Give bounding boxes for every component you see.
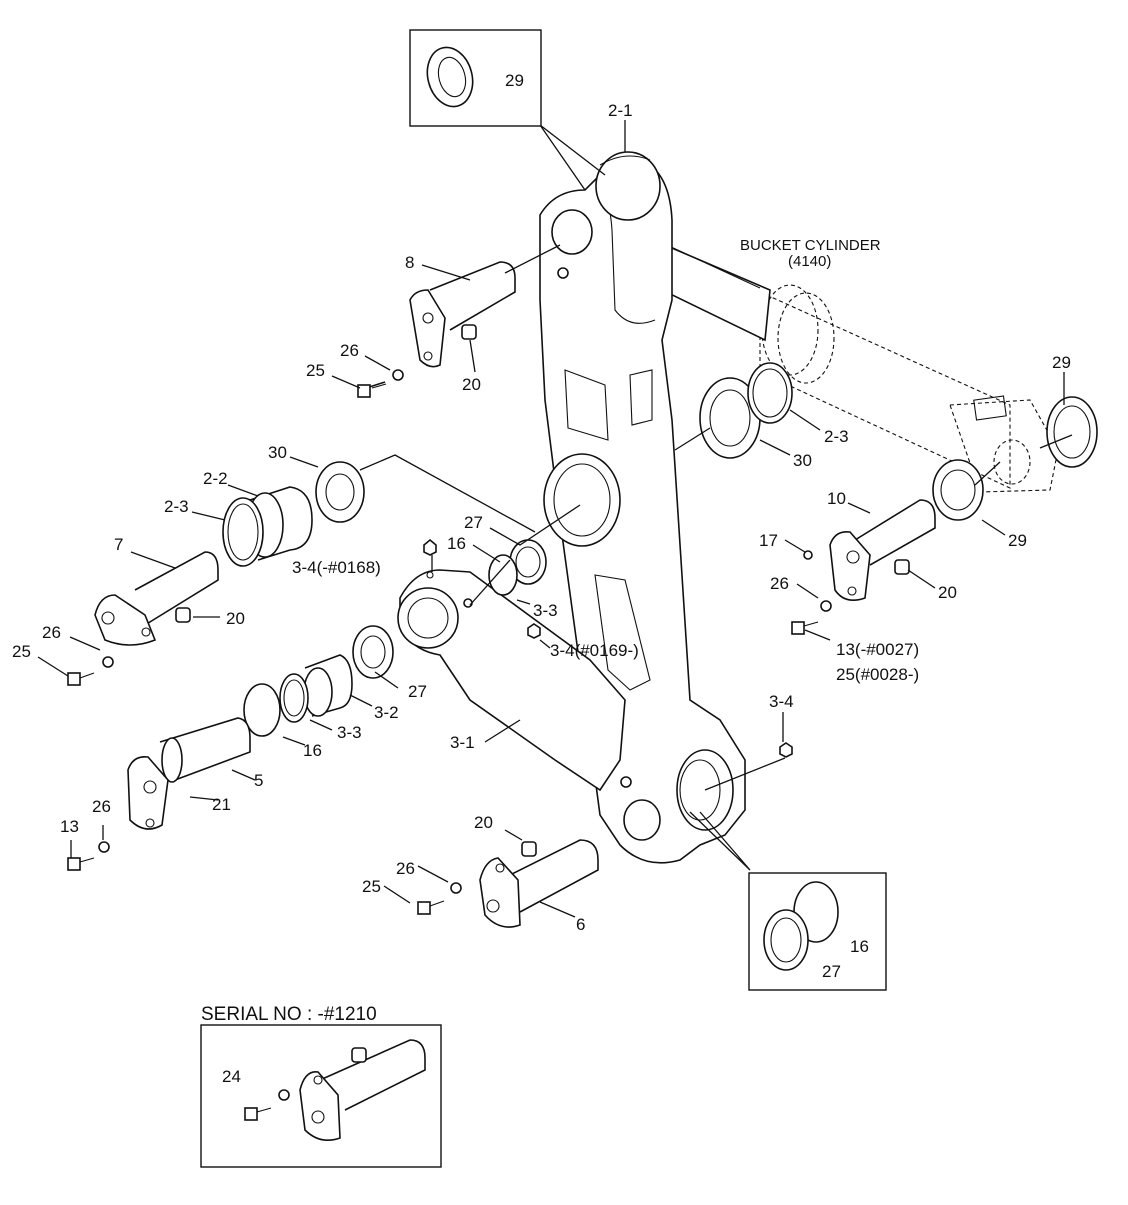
part-label: 10 xyxy=(827,489,846,508)
part-label: 30 xyxy=(268,443,287,462)
part-label: 20 xyxy=(474,813,493,832)
bucket-cylinder-title: BUCKET CYLINDER xyxy=(740,237,881,254)
part-label: 3-2 xyxy=(374,703,399,722)
part-label: 16 xyxy=(850,937,869,956)
part-label: 17 xyxy=(759,531,778,550)
part-label: 3-4(#0169-) xyxy=(550,641,639,660)
part-label: 16 xyxy=(303,741,322,760)
part-label: 26 xyxy=(396,859,415,878)
part-label: 29 xyxy=(1008,531,1027,550)
part-label: 29 xyxy=(505,71,524,90)
part-label: 20 xyxy=(462,375,481,394)
bucket-cylinder-drawing xyxy=(624,226,1059,493)
inset-bottom-right-box xyxy=(748,872,887,991)
serial-inset-box xyxy=(200,1024,442,1168)
part-label: 16 xyxy=(447,534,466,553)
pin-7-drawing xyxy=(67,551,219,686)
part-label: 21 xyxy=(212,795,231,814)
part-label: 8 xyxy=(405,253,414,272)
part-label: 3-3 xyxy=(337,723,362,742)
pin-5-drawing xyxy=(67,717,251,871)
part-label: 26 xyxy=(42,623,61,642)
part-label: 5 xyxy=(254,771,263,790)
part-label: 3-4 xyxy=(769,692,794,711)
part-label: 2-1 xyxy=(608,101,633,120)
part-label: 2-3 xyxy=(824,427,849,446)
pin-10-drawing xyxy=(791,499,936,635)
part-label: 20 xyxy=(226,609,245,628)
serial-note: SERIAL NO : -#1210 xyxy=(201,1004,377,1025)
part-label: 3-1 xyxy=(450,733,475,752)
part-label: 26 xyxy=(770,574,789,593)
part-label: 27 xyxy=(822,962,841,981)
part-label: 25 xyxy=(12,642,31,661)
ring-parts-drawing xyxy=(423,362,1098,758)
part-label: 30 xyxy=(793,451,812,470)
part-label: 29 xyxy=(1052,353,1071,372)
part-label: 20 xyxy=(938,583,957,602)
part-label: 25(#0028-) xyxy=(836,665,919,684)
part-label: 6 xyxy=(576,915,585,934)
bushing-3-2-drawing xyxy=(243,625,394,737)
part-label: 25 xyxy=(306,361,325,380)
pin-6-drawing xyxy=(417,839,599,928)
part-label: 26 xyxy=(340,341,359,360)
pin-8-drawing xyxy=(409,261,516,368)
part-label: 7 xyxy=(114,535,123,554)
bushing-2-2-drawing xyxy=(222,461,365,567)
part-label: 25 xyxy=(362,877,381,896)
bucket-cylinder-code: (4140) xyxy=(788,253,831,270)
part-label: 3-4(-#0168) xyxy=(292,558,381,577)
part-label: 2-2 xyxy=(203,469,228,488)
part-label: 24 xyxy=(222,1067,241,1086)
part-label: 13(-#0027) xyxy=(836,640,919,659)
inset-top-box xyxy=(409,29,542,127)
part-label: 13 xyxy=(60,817,79,836)
part-label: 3-3 xyxy=(533,601,558,620)
link-3-1-drawing xyxy=(397,569,626,792)
part-label: 2-3 xyxy=(164,497,189,516)
part-label: 26 xyxy=(92,797,111,816)
leader-lines xyxy=(37,79,1073,1089)
part-label: 27 xyxy=(464,513,483,532)
part-label: 27 xyxy=(408,682,427,701)
bolt-25-a xyxy=(357,369,404,398)
